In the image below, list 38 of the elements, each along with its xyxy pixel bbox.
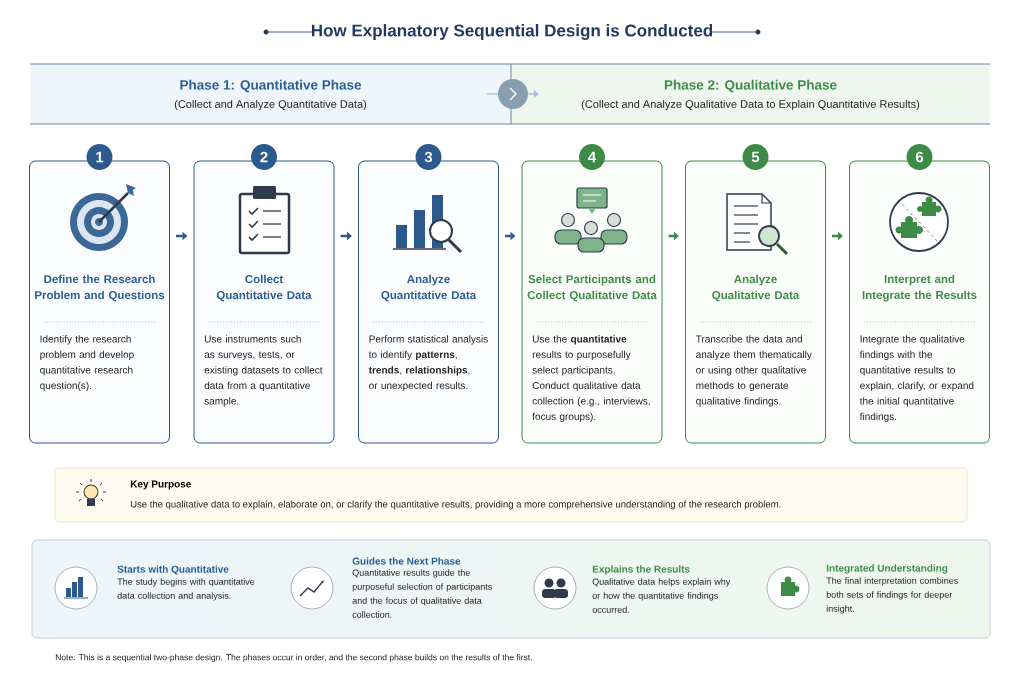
phase-band: Phase 1: Quantitative Phase (Collect and Analyze Quantitative Data) bbox=[29, 63, 512, 125]
step-card bbox=[685, 144, 826, 444]
step-number-badge: 4 bbox=[579, 144, 605, 170]
step-title: Interpret and Integrate the Results bbox=[862, 274, 977, 302]
step-description: Use the quantitative results to purposefully select participants. Conduct qualitative data collection (e.g., interviews, focus groups). bbox=[532, 335, 650, 422]
feature-description: The study begins with quantitative data collection and analysis. bbox=[117, 578, 255, 601]
feature-description: The final interpretation combines both sets of findings for deeper insight. bbox=[826, 577, 958, 614]
step-description: Transcribe the data and analyze them thematically or using other qualitative methods to generate qualitative findings. bbox=[695, 335, 812, 407]
step-description: Integrate the qualitative findings with the quantitative results to explain, clarify, or expand the initial quantitative findings. bbox=[859, 335, 974, 422]
step-description: Use instruments such as surveys, tests, or existing datasets to collect data from a quantitative sample. bbox=[204, 335, 323, 407]
step-number-badge: 1 bbox=[86, 144, 113, 170]
footnote: Note: This is a sequential two-phase design. The phases occur in order, and the second phase builds on the results of the first. bbox=[55, 654, 532, 662]
step-number-badge: 2 bbox=[251, 144, 277, 170]
callout-box: Key Purpose Use the qualitative data to explain, elaborate on, or clarify the quantitative results, providing a more comprehensive understanding of the research problem. bbox=[54, 467, 968, 523]
step-title: Analyze Quantitative Data bbox=[381, 274, 477, 302]
step-card bbox=[358, 144, 499, 444]
feature-description: Quantitative results guide the purposeful selection of participants and the focus of qualitative data collection. bbox=[352, 569, 492, 618]
title: How Explanatory Sequential Design is Conducted bbox=[311, 24, 713, 40]
step-title: Select Participants and Collect Qualitative Data bbox=[527, 274, 657, 302]
step-title: Define the Research Problem and Questions bbox=[35, 274, 165, 302]
feature-description: Qualitative data helps explain why or how the quantitative findings occurred. bbox=[592, 578, 731, 613]
step-number-badge: 3 bbox=[415, 144, 442, 170]
feature-title: Integrated Understanding bbox=[826, 564, 948, 574]
step-card bbox=[521, 144, 663, 444]
phase-band: Phase 2: Qualitative Phase (Collect and Analyze Qualitative Data to Explain Quantitative Results) bbox=[510, 63, 991, 125]
feature-title: Explains the Results bbox=[592, 565, 690, 575]
step-description: Perform statistical analysis to identify patterns, trends, relationships, or unexpected results. bbox=[368, 335, 488, 391]
step-title: Collect Quantitative Data bbox=[216, 274, 312, 302]
feature-title: Guides the Next Phase bbox=[352, 557, 461, 565]
step-title: Analyze Qualitative Data bbox=[712, 274, 800, 302]
step-number-badge: 6 bbox=[906, 144, 933, 170]
summary-panel bbox=[31, 539, 991, 639]
step-number-badge: 5 bbox=[742, 144, 769, 170]
step-card bbox=[193, 144, 335, 444]
step-card bbox=[29, 144, 170, 444]
step-card bbox=[849, 144, 990, 444]
step-description: Identify the research problem and develop quantitative research question(s). bbox=[40, 335, 134, 391]
feature-title: Starts with Quantitative bbox=[117, 565, 229, 575]
